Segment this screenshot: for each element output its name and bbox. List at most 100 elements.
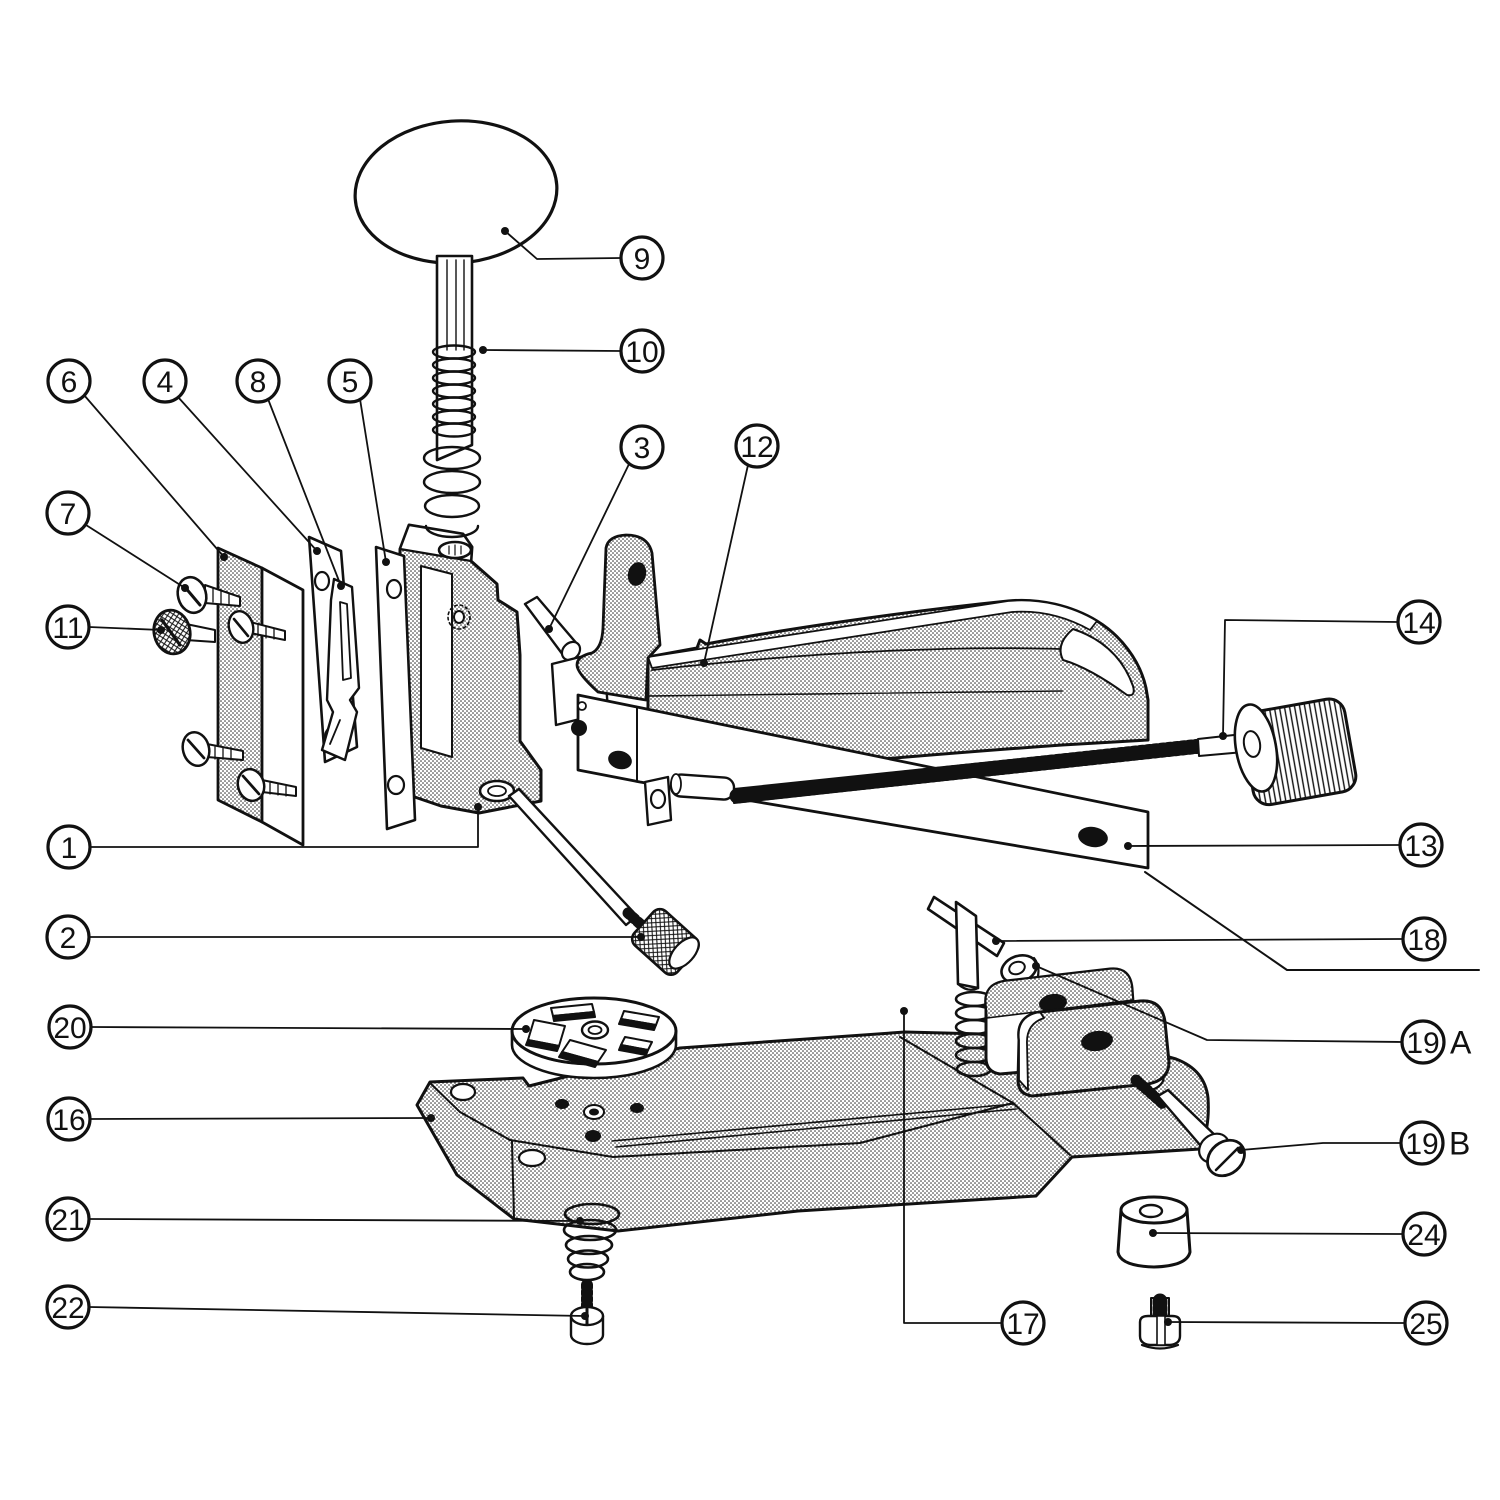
- callout-20: 20: [47, 1004, 530, 1050]
- callout-circle: [734, 423, 780, 469]
- callout-circle: [45, 1196, 91, 1242]
- callout-19A: 19 A: [1032, 962, 1472, 1065]
- callout-number: 9: [634, 243, 651, 276]
- leader-line: [85, 524, 186, 589]
- leader-dot: [1124, 842, 1132, 850]
- leader-dot: [637, 933, 645, 941]
- callout-16: 16: [46, 1096, 435, 1142]
- callout-circle: [327, 358, 373, 404]
- callout-number: 7: [60, 498, 77, 531]
- callout-number: 17: [1006, 1308, 1039, 1341]
- part-19-clamp-front-block: [1016, 999, 1171, 1098]
- leader-dot: [479, 346, 487, 354]
- callout-circle: [1401, 1211, 1447, 1257]
- leader-dot: [576, 1217, 584, 1225]
- callout-circle: [45, 490, 91, 536]
- leader-dot: [337, 582, 345, 590]
- callout-circle: [1403, 1300, 1449, 1346]
- leader-line: [482, 349, 622, 352]
- callout-3: 3: [545, 424, 665, 633]
- part-1-frame-body: [398, 523, 543, 815]
- callout-7: 7: [45, 490, 189, 592]
- callout-number: 19: [1405, 1128, 1438, 1161]
- part-19b-clamp-screw: [1130, 1074, 1246, 1178]
- callout-25: 25: [1164, 1300, 1449, 1346]
- bar-scoop: [1059, 628, 1135, 697]
- callout-number: 14: [1402, 607, 1435, 640]
- leader-dot: [1237, 1146, 1245, 1154]
- leader-line: [703, 464, 749, 664]
- leader-line: [903, 1010, 1003, 1324]
- callout-circle: [45, 604, 91, 650]
- callout-circle: [1400, 1019, 1446, 1065]
- part-10-spring: [422, 344, 482, 539]
- callout-9: 9: [501, 227, 665, 281]
- disc-slots: [525, 1003, 660, 1068]
- leader-line: [89, 806, 479, 848]
- leader-line: [1167, 1321, 1406, 1324]
- leader-line: [88, 626, 162, 631]
- callout-number: 2: [60, 922, 77, 955]
- leader-line: [1035, 965, 1403, 1043]
- leader-dot: [157, 626, 165, 634]
- callout-number: 6: [61, 366, 78, 399]
- callout-number: 1: [61, 832, 78, 865]
- callout-14: 14: [1219, 599, 1442, 740]
- part-20-slotted-disc: [510, 996, 678, 1080]
- part-11-thumb-nut: [152, 608, 216, 656]
- leader-line: [1127, 844, 1401, 847]
- callout-circle: [47, 1004, 93, 1050]
- leader-dot: [474, 803, 482, 811]
- leader-dot: [522, 1025, 530, 1033]
- leader-dot: [900, 1007, 908, 1015]
- callout-circle: [1399, 1120, 1445, 1166]
- callout-6: 6: [46, 358, 228, 561]
- part-17-clamp-spring: [954, 990, 994, 1078]
- bench-edge-line: [1144, 871, 1480, 971]
- callout-circle: [1396, 599, 1442, 645]
- leader-line: [1240, 1142, 1402, 1151]
- screw-mid: [227, 610, 286, 644]
- part-14-feed-screw: [729, 697, 1358, 807]
- callout-number: 8: [250, 366, 267, 399]
- leader-line: [177, 396, 318, 552]
- callout-number: 16: [52, 1104, 85, 1137]
- callout-5: 5: [327, 358, 390, 566]
- leader-line: [267, 398, 342, 587]
- callout-number: 24: [1407, 1219, 1440, 1252]
- part-18-t-handle: [926, 895, 1006, 991]
- leader-line: [504, 230, 622, 260]
- callout-number: 20: [53, 1012, 86, 1045]
- leader-line: [359, 398, 387, 563]
- callout-17: 17: [900, 1007, 1046, 1346]
- callout-22: 22: [45, 1284, 589, 1330]
- part-5-thin-plate: [374, 545, 417, 831]
- callout-number: 5: [342, 366, 359, 399]
- callout-number: 19: [1406, 1027, 1439, 1060]
- callout-circle: [1401, 916, 1447, 962]
- part-24-rubber-foot: [1116, 1195, 1192, 1269]
- callout-4: 4: [142, 358, 321, 555]
- leader-line: [1152, 1232, 1404, 1235]
- callout-number: 13: [1404, 830, 1437, 863]
- callout-12: 12: [700, 423, 780, 667]
- leader-line: [88, 1306, 586, 1317]
- callout-number: 25: [1409, 1308, 1442, 1341]
- callout-circle: [1000, 1300, 1046, 1346]
- callout-number: 3: [634, 432, 651, 465]
- callout-circle: [45, 914, 91, 960]
- frame-small-hole: [453, 610, 465, 624]
- leader-dot: [313, 547, 321, 555]
- callout-suffix-letter: A: [1450, 1024, 1472, 1060]
- callout-21: 21: [45, 1196, 584, 1242]
- callout-2: 2: [45, 914, 645, 960]
- leader-dot: [501, 227, 509, 235]
- fixed-jaw: [575, 533, 662, 702]
- callout-18: 18: [992, 916, 1447, 962]
- callout-circle: [1398, 822, 1444, 868]
- callout-number: 12: [740, 431, 773, 464]
